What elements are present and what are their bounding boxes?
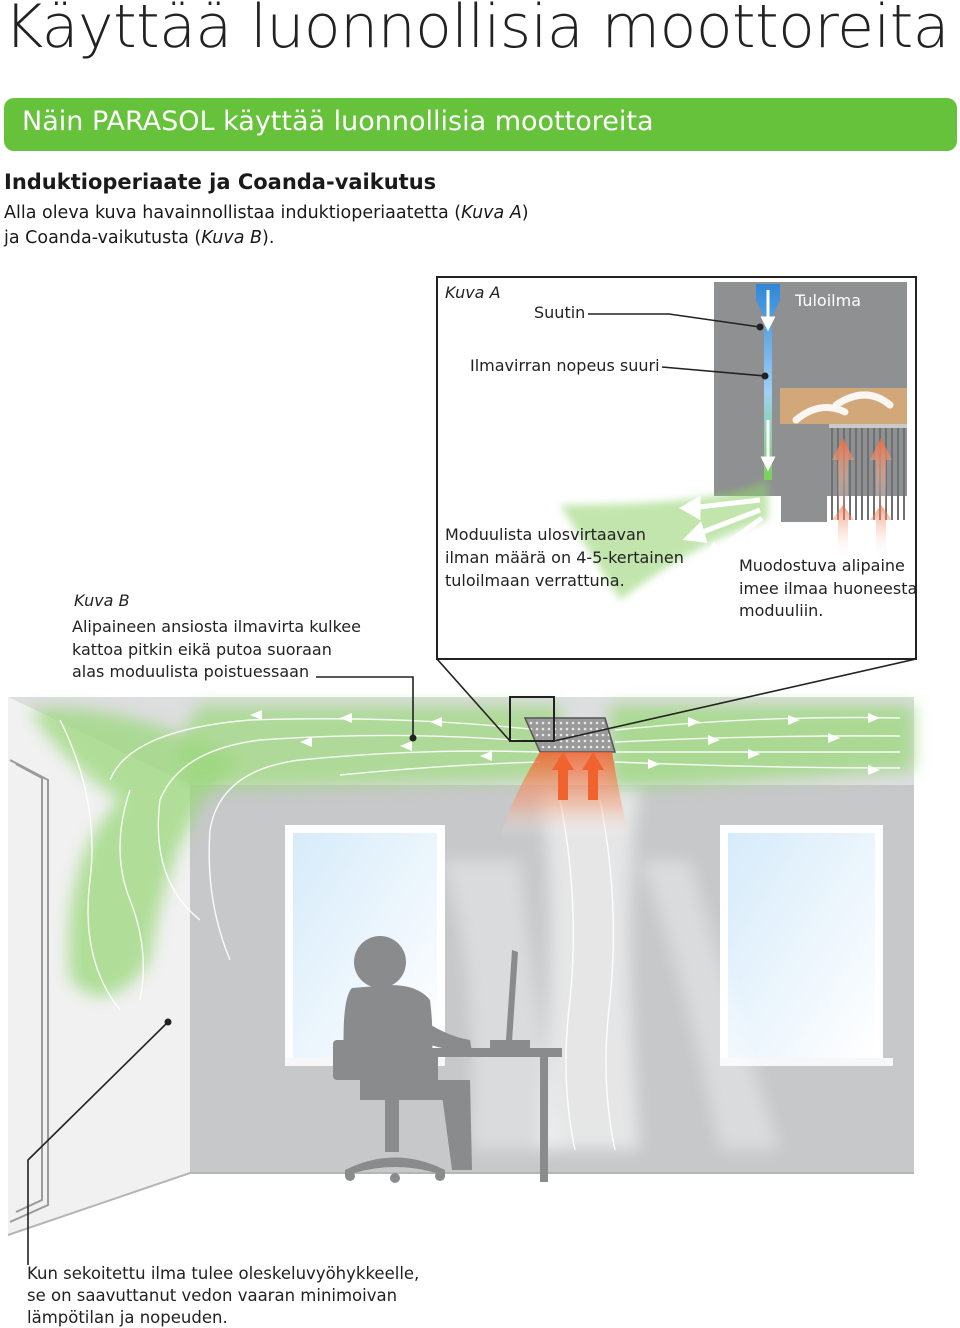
section-banner <box>4 98 957 151</box>
bottom-note-line-3: lämpötilan ja nopeuden. <box>27 1308 228 1327</box>
underpressure-line-2: imee ilmaa huoneesta <box>739 579 917 598</box>
streamlines <box>59 716 901 1151</box>
label-supply-air: Tuloilma <box>794 291 861 310</box>
underpressure-line-1: Muodostuva alipaine <box>739 556 905 575</box>
warm-arrows-room <box>552 752 604 800</box>
page-title: Käyttää luonnollisia moottoreita <box>4 0 950 62</box>
supply-nozzle <box>756 284 780 480</box>
banner-title: Näin PARASOL käyttää luonnollisia mootto… <box>22 106 654 137</box>
streamline-arrowheads <box>250 710 880 775</box>
desk <box>420 950 562 1182</box>
section-heading: Induktioperiaate ja Coanda-vaikutus <box>4 170 437 194</box>
outflow-line-1: Moduulista ulosvirtaavan <box>445 525 646 544</box>
green-outflow-fan <box>560 480 768 600</box>
kuva-b-line-3: alas moduulista poistuessaan <box>72 662 309 681</box>
ceiling-module <box>523 717 617 753</box>
intro-line-2: ja Coanda-vaikutusta (Kuva B). <box>4 228 275 248</box>
window-right <box>720 825 893 1066</box>
kuva-b-caption: Kuva B <box>74 591 130 610</box>
outflow-line-3: tuloilmaan verrattuna. <box>445 571 625 590</box>
zoom-indicator <box>509 696 555 742</box>
bottom-note-line-1: Kun sekoitettu ilma tulee oleskeluvyöhyk… <box>27 1264 419 1283</box>
kuva-b-line-2: kattoa pitkin eikä putoa suoraan <box>72 640 332 659</box>
label-velocity: Ilmavirran nopeus suuri <box>470 356 660 375</box>
label-nozzle: Suutin <box>534 303 585 322</box>
door-frame <box>9 759 49 1223</box>
underpressure-line-3: moduuliin. <box>739 601 823 620</box>
airflow-plumes <box>30 705 914 1150</box>
person-at-desk <box>333 936 472 1183</box>
intro-line-1: Alla oleva kuva havainnollistaa induktio… <box>4 203 529 223</box>
bottom-note-line-2: se on saavuttanut vedon vaaran minimoiva… <box>27 1286 397 1305</box>
outflow-arrows <box>678 495 764 564</box>
warm-arrows-coil <box>832 438 892 560</box>
outflow-line-2: ilman määrä on 4-5-kertainen <box>445 548 684 567</box>
induction-arrows <box>792 391 894 424</box>
kuva-a-caption: Kuva A <box>445 283 501 302</box>
kuva-b-line-1: Alipaineen ansiosta ilmavirta kulkee <box>72 617 361 636</box>
